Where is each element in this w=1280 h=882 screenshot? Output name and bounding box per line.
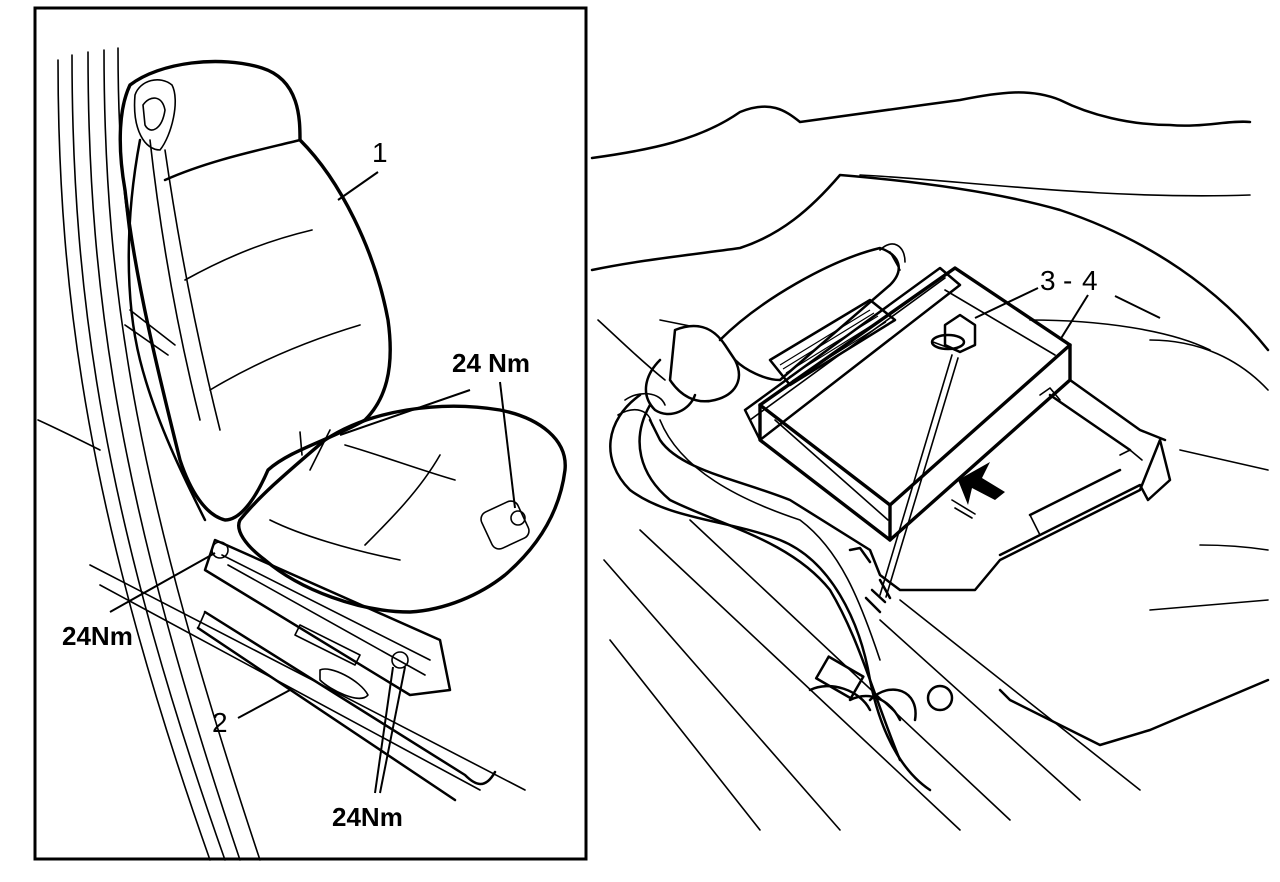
mounting-stud — [864, 354, 959, 614]
leader-callout-4b — [1114, 295, 1161, 319]
leader-callout-3 — [974, 287, 1039, 319]
right-leaders — [974, 287, 1161, 341]
callout-3: 3 — [1040, 265, 1056, 296]
wiring-harness — [609, 393, 954, 792]
left-leaders — [109, 171, 516, 794]
floor-sill — [89, 564, 526, 802]
right-panel-control-module: 3 - 4 — [590, 91, 1270, 831]
callout-separator: - — [1063, 265, 1072, 296]
seat-belt — [124, 138, 207, 522]
callout-2: 2 — [212, 707, 228, 738]
mounting-nut — [930, 313, 977, 354]
seat-cushion — [237, 404, 567, 614]
leader-torque-top — [499, 381, 516, 509]
leader-torque-left — [109, 552, 216, 613]
seat-frame — [203, 510, 526, 700]
leader-callout-4 — [1059, 294, 1089, 341]
floor-contours — [590, 91, 1270, 747]
floor-tunnel-rails — [603, 519, 1141, 831]
callout-1: 1 — [372, 137, 388, 168]
leader-torque-top-2 — [339, 389, 471, 436]
module-bracket — [648, 378, 1172, 600]
left-panel-frame — [33, 6, 588, 861]
leader-callout-1 — [337, 171, 379, 201]
leader-torque-bottom-2 — [379, 666, 406, 794]
forward-arrow-icon — [951, 462, 1005, 519]
leader-callout-2 — [237, 689, 291, 719]
left-panel-seat-installation: 1 2 24 Nm 24Nm 24Nm — [33, 6, 588, 861]
leader-torque-bottom — [374, 666, 394, 794]
torque-label-top-right: 24 Nm — [452, 348, 530, 378]
connector-ribbed-body — [743, 266, 962, 442]
torque-label-left: 24Nm — [62, 621, 133, 651]
seat-backrest — [118, 59, 392, 522]
torque-label-bottom: 24Nm — [332, 802, 403, 832]
door-pillar-lines — [37, 47, 261, 861]
callout-4: 4 — [1082, 265, 1098, 296]
